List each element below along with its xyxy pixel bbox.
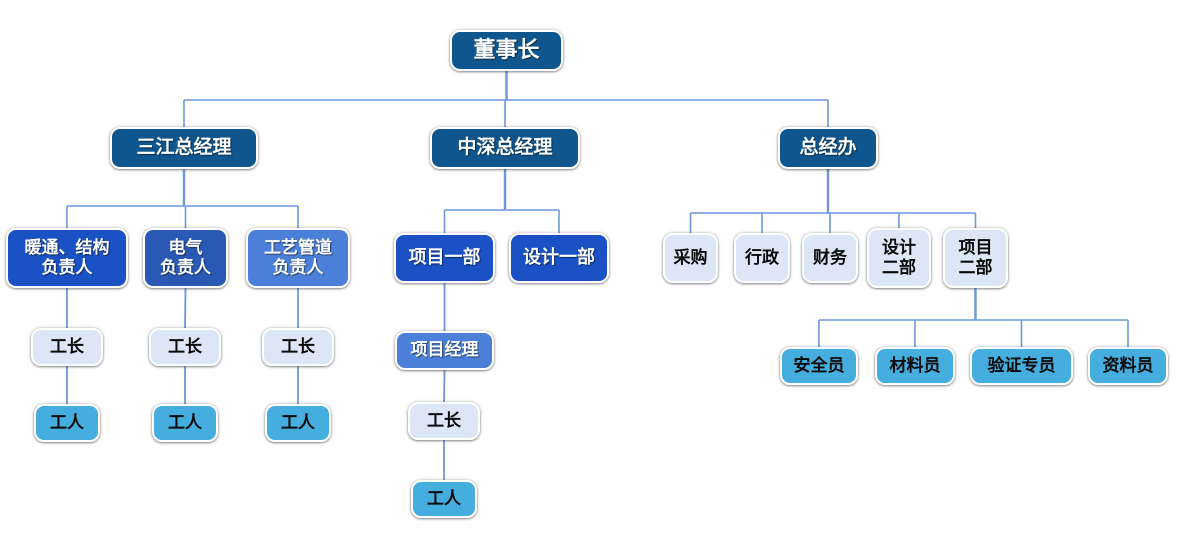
org-node-worker-b: 工人 [152, 404, 218, 442]
org-node-label: 工人 [281, 412, 315, 432]
org-node-label: 负责人 [160, 258, 211, 277]
org-node-label: 财务 [813, 247, 847, 267]
org-node-label: 行政 [745, 247, 779, 267]
org-node-foreman-a: 工长 [31, 328, 103, 366]
org-node-design-dept2: 设计二部 [867, 228, 931, 288]
org-node-piping-lead: 工艺管道负责人 [246, 228, 350, 288]
org-node-label: 三江总经理 [136, 136, 232, 158]
org-node-label: 项目经理 [410, 340, 479, 360]
org-node-design-dept1: 设计一部 [509, 233, 609, 283]
org-node-label: 工人 [427, 488, 461, 508]
org-node-worker-mid: 工人 [411, 480, 477, 518]
org-node-procurement: 采购 [663, 233, 718, 283]
org-node-label: 采购 [673, 247, 708, 267]
org-node-label: 资料员 [1102, 355, 1154, 375]
org-node-worker-c: 工人 [265, 404, 331, 442]
org-node-label: 项目一部 [408, 247, 481, 268]
org-node-project-mgr: 项目经理 [395, 331, 494, 370]
org-node-zhongshen-gm: 中深总经理 [430, 127, 580, 169]
org-node-finance: 财务 [802, 233, 858, 283]
org-node-label: 设计一部 [523, 247, 595, 268]
org-node-label: 二部 [882, 258, 916, 277]
org-node-sanjiang-gm: 三江总经理 [110, 127, 258, 169]
org-node-label: 项目 [958, 237, 993, 257]
org-node-project-dept2: 项目二部 [943, 228, 1008, 288]
org-node-label: 工长 [427, 410, 461, 430]
org-node-label: 工人 [50, 412, 84, 432]
org-node-label: 董事长 [473, 37, 540, 63]
org-node-label: 工人 [168, 412, 202, 432]
org-node-label: 设计 [882, 237, 916, 257]
org-node-safety: 安全员 [780, 347, 858, 385]
org-node-label: 工长 [281, 336, 315, 356]
org-node-label: 中深总经理 [457, 136, 553, 158]
org-node-hvac-lead: 暖通、结构负责人 [6, 228, 128, 288]
org-node-foreman-b: 工长 [149, 328, 221, 366]
org-node-foreman-mid: 工长 [408, 402, 480, 440]
org-node-label: 工长 [168, 336, 202, 356]
org-node-label: 总经办 [799, 136, 857, 158]
connector-line [443, 369, 446, 403]
org-node-label: 材料员 [889, 355, 941, 375]
org-node-foreman-c: 工长 [262, 328, 334, 366]
org-node-label: 工长 [50, 336, 84, 356]
org-node-label: 验证专员 [987, 355, 1056, 375]
org-node-project-dept1: 项目一部 [394, 233, 495, 283]
org-node-electric-lead: 电气负责人 [143, 228, 228, 288]
org-node-label: 负责人 [41, 258, 93, 277]
org-node-verification: 验证专员 [970, 347, 1073, 385]
connector-line [184, 287, 187, 329]
org-node-label: 安全员 [793, 355, 845, 375]
org-node-label: 暖通、结构 [24, 237, 110, 257]
org-node-label: 工艺管道 [264, 237, 332, 257]
org-node-label: 负责人 [272, 258, 324, 277]
org-node-worker-a: 工人 [34, 404, 100, 442]
org-node-label: 电气 [168, 237, 203, 257]
org-node-gm-office: 总经办 [778, 127, 878, 169]
org-node-admin: 行政 [734, 233, 790, 283]
org-node-chairman: 董事长 [450, 30, 563, 71]
org-node-label: 二部 [958, 258, 993, 277]
org-node-materials: 材料员 [875, 347, 955, 385]
org-node-documents: 资料员 [1088, 347, 1168, 385]
